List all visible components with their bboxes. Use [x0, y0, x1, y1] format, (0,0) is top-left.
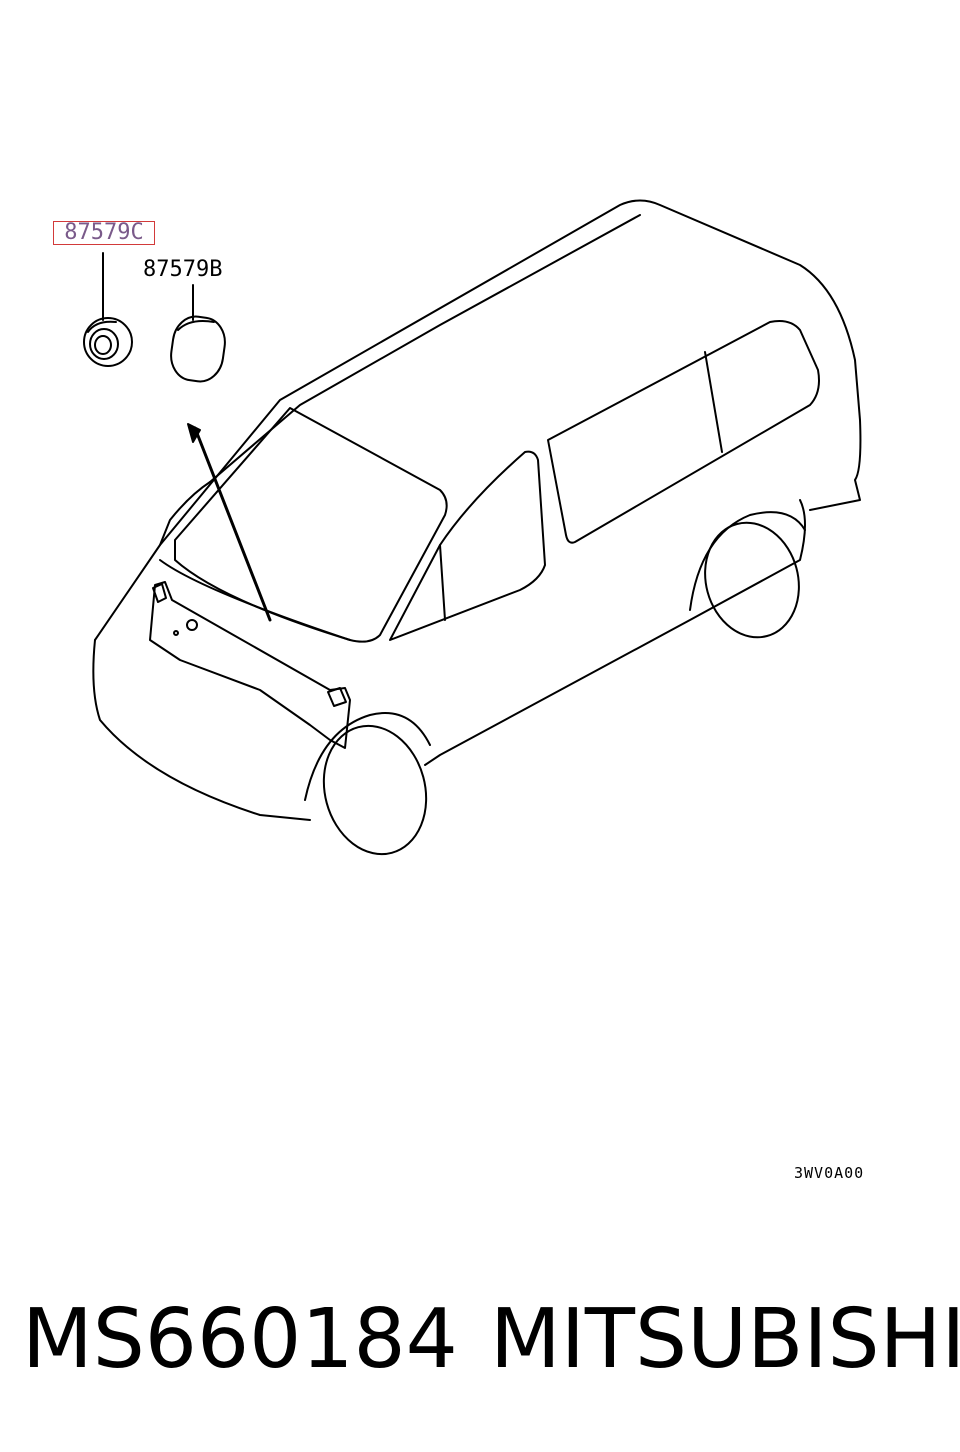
cowl-bracket-right [327, 687, 347, 707]
front-wheel [322, 724, 428, 856]
cowl-hole-small [173, 630, 179, 636]
drawing-code: 3WV0A00 [794, 1164, 865, 1182]
grommet-c-mid [89, 328, 119, 360]
van-roof-outline [159, 199, 862, 546]
grommet-b-body [170, 315, 226, 383]
window-divider [704, 351, 723, 453]
part-number: MS660184 [22, 1292, 458, 1387]
van-front-outline [94, 481, 211, 641]
pointer-arrowhead [187, 423, 201, 443]
grommet-c-outer [83, 317, 133, 367]
cowl-bracket-left [152, 583, 167, 603]
windshield [174, 407, 448, 643]
callout-label-87579c[interactable]: 87579C [53, 221, 155, 245]
windshield-inner [159, 559, 351, 641]
grommet-c-inner [94, 335, 112, 355]
door-pillar [439, 544, 446, 621]
front-door-window [389, 450, 546, 641]
pointer-arrow-line [193, 426, 272, 622]
rear-wheel-arch [689, 511, 806, 611]
callout-label-87579b[interactable]: 87579B [143, 257, 223, 282]
grommet-b-edge [177, 320, 215, 331]
grommet-c-edge [87, 320, 117, 333]
cowl-panel [149, 581, 351, 749]
van-body-side [424, 499, 806, 766]
rear-side-window [547, 320, 820, 544]
front-wheel-arch [304, 712, 431, 801]
van-roof-edge [209, 214, 641, 483]
brand-name: MITSUBISHI [490, 1292, 960, 1387]
cowl-hole [186, 619, 198, 631]
van-front-lower [92, 639, 311, 821]
rear-wheel [704, 521, 800, 639]
